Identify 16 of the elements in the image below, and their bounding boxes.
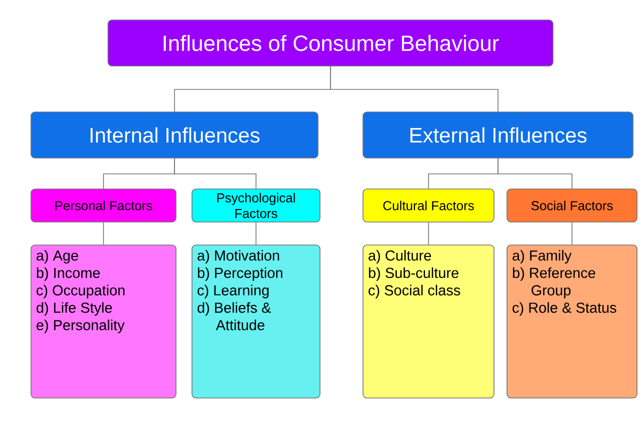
- connector-line: [103, 222, 104, 245]
- factor-list-box: a) Age b) Income c) Occupation d) Life Style e) Personality: [30, 244, 176, 398]
- factor-list-box: a) Family b) Reference Group c) Role & Status: [506, 244, 638, 398]
- title-box: Influences of Consumer Behaviour: [108, 20, 554, 66]
- category-box: Psychological Factors: [192, 188, 320, 222]
- factor-list-box: a) Culture b) Sub-culture c) Social class: [362, 244, 494, 398]
- category-box: Personal Factors: [30, 188, 176, 222]
- factor-list-box: a) Motivation b) Perception c) Learning d) Beliefs & Attitude: [192, 244, 320, 398]
- connector-line: [428, 222, 429, 245]
- category-box: Internal Influences: [30, 112, 318, 158]
- category-box: External Influences: [362, 112, 634, 158]
- connector-line: [498, 158, 572, 189]
- connector-line: [330, 66, 498, 112]
- category-box: Cultural Factors: [362, 188, 494, 222]
- category-box: Social Factors: [506, 188, 638, 222]
- connector-line: [174, 158, 256, 189]
